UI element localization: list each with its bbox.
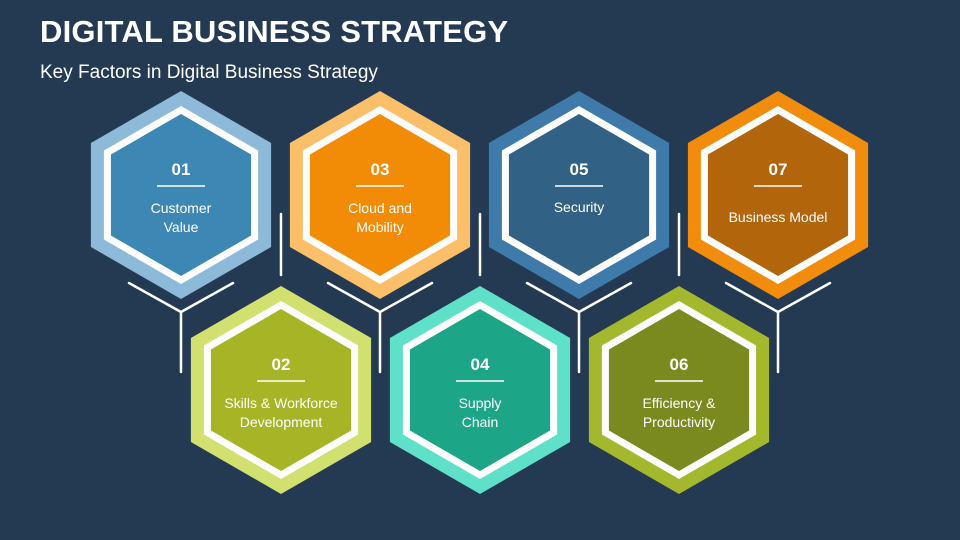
- factor-label-line: Productivity: [643, 414, 715, 430]
- hexagon-inner-fill: [110, 114, 252, 276]
- factor-number: 01: [172, 160, 191, 179]
- factor-label-line: Mobility: [356, 219, 403, 235]
- hexagon-inner-fill: [608, 309, 750, 471]
- factor-label-line: Security: [554, 199, 605, 215]
- hexagon-inner-fill: [409, 309, 551, 471]
- factor-label-line: Chain: [462, 414, 499, 430]
- connector-lines: [127, 212, 832, 374]
- factor-label-line: Efficiency &: [643, 395, 717, 411]
- factor-label-line: Value: [164, 219, 199, 235]
- factor-label-line: Cloud and: [348, 200, 412, 216]
- connector-left-arm-2: [326, 281, 382, 314]
- factor-number: 05: [570, 160, 589, 179]
- factor-label-line: Customer: [151, 200, 212, 216]
- connector-left-arm-4: [724, 281, 780, 314]
- hexagon-inner-fill: [508, 114, 650, 276]
- factor-label-line: Business Model: [729, 209, 828, 225]
- page-title: DIGITAL BUSINESS STRATEGY: [40, 14, 509, 49]
- hexagon-inner-fill: [210, 309, 352, 471]
- page-subtitle: Key Factors in Digital Business Strategy: [40, 62, 378, 83]
- hexagon-inner-fill: [309, 114, 451, 276]
- factor-number: 06: [670, 355, 689, 374]
- factor-number: 02: [272, 355, 291, 374]
- connector-right-arm-2: [378, 281, 434, 314]
- factor-number: 07: [769, 160, 788, 179]
- factor-label-line: Skills & Workforce: [224, 395, 338, 411]
- factor-label-line: Development: [240, 414, 323, 430]
- factor-label-line: Supply: [459, 395, 502, 411]
- connector-left-arm-3: [525, 281, 581, 314]
- connector-right-arm-4: [776, 281, 832, 314]
- hexagon-inner-fill: [707, 114, 849, 276]
- factor-number: 03: [371, 160, 390, 179]
- factor-number: 04: [471, 355, 490, 374]
- connector-right-arm-1: [179, 281, 235, 314]
- connector-left-arm-1: [127, 281, 183, 314]
- connector-right-arm-3: [577, 281, 633, 314]
